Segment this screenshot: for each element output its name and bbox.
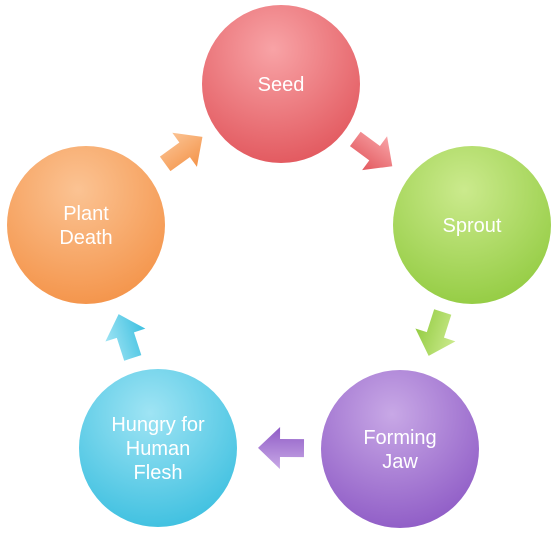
node-circle-jaw — [321, 370, 479, 528]
arrows-layer — [105, 131, 456, 469]
node-label-death: Death — [59, 227, 112, 249]
node-label-death: Plant — [63, 203, 109, 225]
node-label-hungry: Flesh — [134, 462, 183, 484]
arrow-hungry-to-death — [105, 314, 146, 361]
node-circle-death — [7, 146, 165, 304]
node-circle-hungry — [79, 369, 237, 527]
arrow-death-to-seed — [159, 132, 203, 172]
node-circle-sprout — [393, 146, 551, 304]
arrow-sprout-to-jaw — [415, 309, 456, 356]
node-sprout: Sprout — [393, 146, 551, 304]
node-label-jaw: Jaw — [382, 451, 418, 473]
node-circle-seed — [202, 5, 360, 163]
node-label-hungry: Hungry for — [111, 414, 205, 436]
arrow-seed-to-sprout — [349, 131, 393, 171]
node-seed: Seed — [202, 5, 360, 163]
node-label-sprout: Sprout — [443, 215, 502, 237]
node-label-hungry: Human — [126, 438, 190, 460]
node-label-seed: Seed — [258, 74, 305, 96]
node-label-jaw: Forming — [363, 427, 436, 449]
arrow-jaw-to-hungry — [258, 426, 305, 469]
